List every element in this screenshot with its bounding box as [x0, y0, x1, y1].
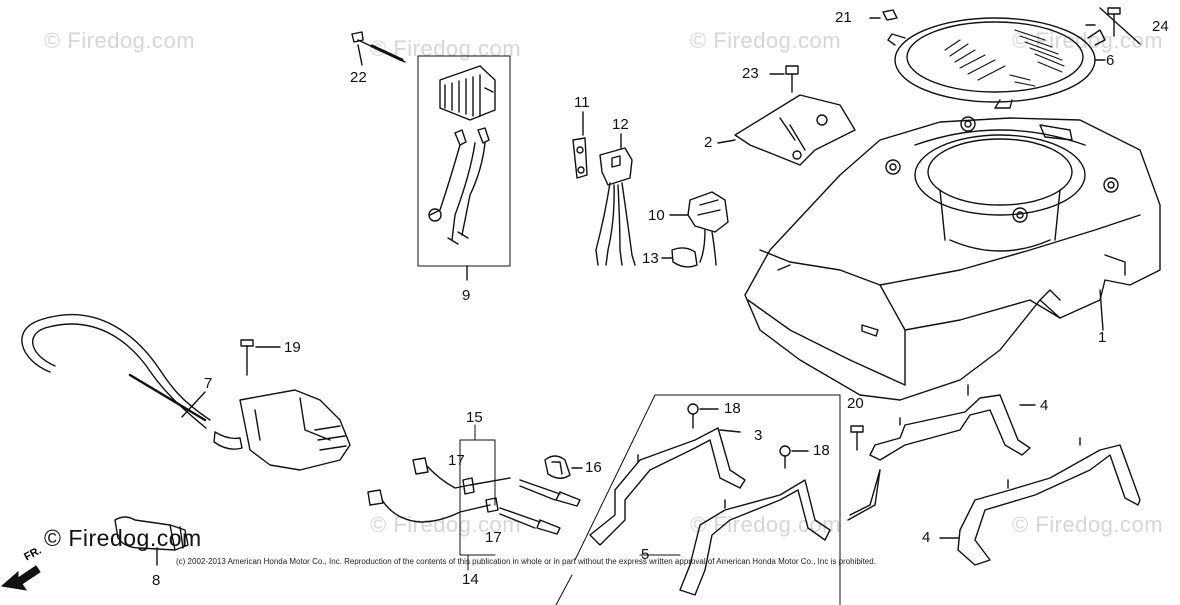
support-bracket-part-4 — [849, 384, 1036, 516]
copyright-notice: (c) 2002-2013 American Honda Motor Co., … — [176, 557, 876, 566]
callout-24: 24 — [1152, 18, 1169, 35]
callout-3: 3 — [754, 427, 763, 444]
callout-2: 2 — [704, 134, 713, 151]
bolt-part-22 — [351, 31, 406, 66]
watermark: © Firedog.com — [44, 28, 196, 53]
support-bracket-part-3 — [589, 427, 746, 546]
callout-11: 11 — [574, 94, 590, 111]
callout-12: 12 — [612, 116, 629, 133]
grommet-part-16 — [544, 455, 583, 479]
callout-17: 17 — [485, 529, 502, 546]
callout-21: 21 — [835, 9, 852, 26]
callout-9: 9 — [462, 287, 471, 304]
callout-4: 4 — [922, 529, 931, 546]
nut-part-21 — [869, 9, 898, 21]
support-bracket-part-5 — [679, 479, 831, 596]
callout-20: 20 — [847, 395, 864, 412]
callout-7: 7 — [204, 375, 213, 392]
callout-13: 13 — [642, 250, 659, 267]
callout-1: 1 — [1098, 329, 1107, 346]
bolt-part-24 — [1099, 7, 1141, 45]
bolt-part-18-b — [779, 445, 809, 469]
regulator-group-part-9 — [417, 55, 511, 281]
clip-part-11 — [572, 111, 588, 179]
callout-15: 15 — [466, 409, 483, 426]
callout-22: 22 — [350, 69, 367, 86]
screen-part-6 — [887, 17, 1106, 109]
watermark: © Firedog.com — [690, 28, 842, 53]
bracket-group-box — [555, 394, 841, 605]
watermark: © Firedog.com — [1012, 512, 1164, 537]
watermark: © Firedog.com — [370, 512, 522, 537]
callout-18: 18 — [813, 442, 830, 459]
callout-10: 10 — [648, 207, 665, 224]
clamp-part-13 — [661, 247, 698, 268]
bolt-part-18 — [687, 403, 719, 429]
callout-5: 5 — [641, 546, 650, 563]
callout-23: 23 — [742, 65, 759, 82]
callout-8: 8 — [152, 572, 161, 589]
callout-6: 6 — [1106, 52, 1115, 69]
connector-part-12 — [595, 133, 636, 266]
fan-cover-part-1 — [744, 116, 1161, 401]
spark-plug-cap-part-8 — [114, 516, 189, 566]
wire-harness-part-15 — [367, 424, 581, 571]
support-bracket-part-4-lower — [847, 437, 1141, 566]
watermark: © Firedog.com — [1012, 28, 1164, 53]
front-arrow-icon — [0, 565, 41, 591]
bolt-part-19 — [240, 339, 281, 376]
ignition-coil-part-7 — [21, 314, 351, 471]
callout-16: 16 — [585, 459, 602, 476]
coil-part-10 — [669, 191, 729, 266]
bracket-part-2 — [717, 94, 856, 166]
bolt-part-23 — [769, 65, 799, 93]
callout-18: 18 — [724, 400, 741, 417]
callout-4: 4 — [1040, 397, 1049, 414]
bolt-part-20 — [850, 425, 864, 451]
callout-17: 17 — [448, 452, 465, 469]
callout-14: 14 — [462, 571, 479, 588]
callout-19: 19 — [284, 339, 301, 356]
